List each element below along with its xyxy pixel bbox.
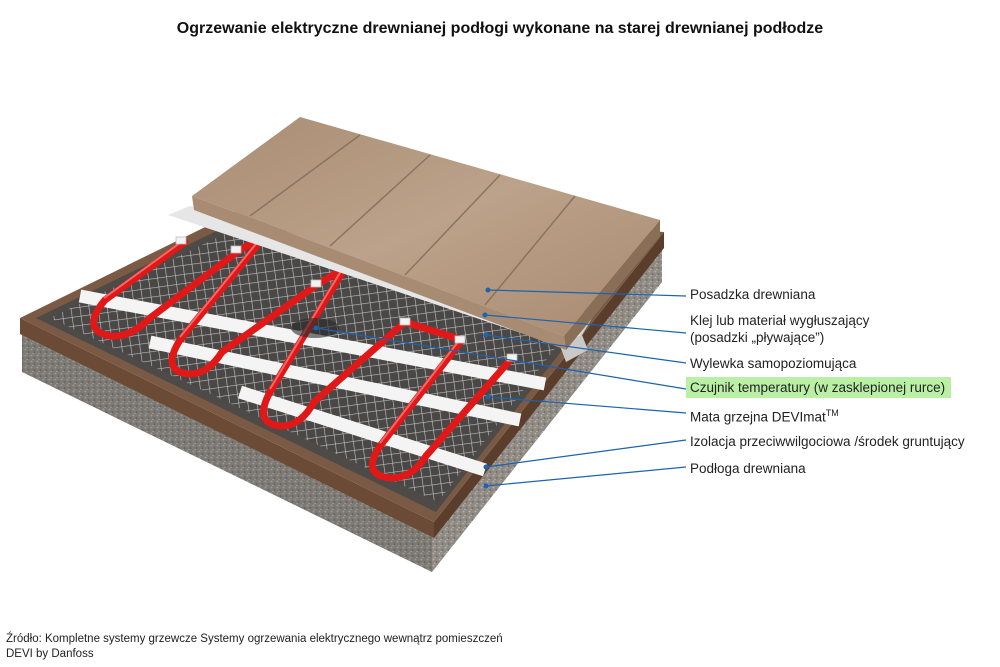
leader-lines [315,289,687,487]
label-izolacja: Izolacja przeciwwilgociowa /środek grunt… [690,434,965,449]
cable-highlight [103,233,462,444]
label-klej-line2: (posadzki „pływające”) [690,330,825,345]
leader-dots [313,287,491,489]
label-mata-grzejna: Mata grzejna DEVImatTM [690,405,839,426]
label-klej-line1: Klej lub materiał wygłuszający [690,313,870,328]
label-podloga-drewniana: Podłoga drewniana [690,461,806,476]
source-line-1: Źródło: Kompletne systemy grzewcze Syste… [6,633,503,645]
label-posadzka-drewniana: Posadzka drewniana [690,287,816,302]
label-mata-trademark: TM [825,408,839,418]
source-caption: Źródło: Kompletne systemy grzewcze Syste… [6,632,503,662]
heating-cable [90,232,516,482]
diagram-title: Ogrzewanie elektryczne drewnianej podłog… [176,20,824,37]
source-line-2: DEVI by Danfoss [6,648,94,660]
cable-connectors [175,236,518,362]
label-wylewka: Wylewka samopoziomująca [690,356,857,371]
wooden-planks [192,117,660,350]
label-czujnik-temperatury: Czujnik temperatury (w zasklepionej rurc… [686,377,952,398]
label-mata-text: Mata grzejna DEVImat [690,409,826,425]
